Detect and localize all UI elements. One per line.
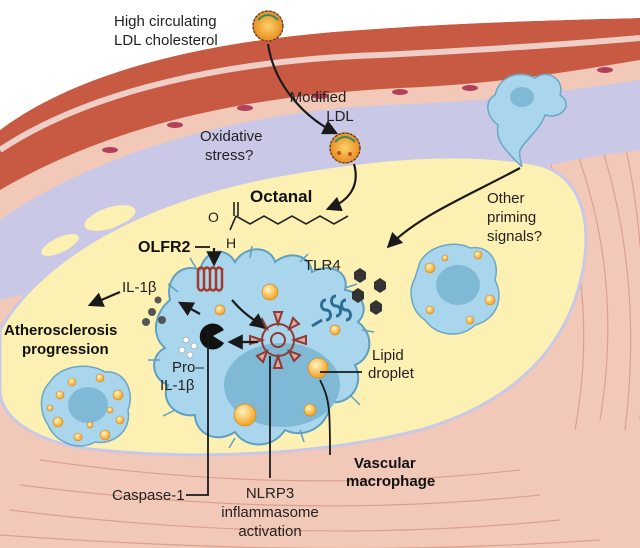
lipid-droplets	[214, 283, 341, 427]
tlr4-ligands	[352, 268, 386, 315]
tlr4-receptor-icon	[311, 294, 352, 328]
label-athero-line2: progression	[22, 341, 109, 358]
label-oxidative-line1: Oxidative	[200, 128, 263, 145]
label-pro-line1: Pro–	[172, 359, 204, 376]
label-pro-line2: IL-1β	[160, 377, 195, 394]
caspase-pacman-icon	[199, 323, 224, 350]
il1b-particles	[142, 296, 166, 326]
label-ldl-line1: High circulating	[114, 13, 217, 30]
label-lipid-line2: droplet	[368, 365, 415, 382]
label-il1b: IL-1β	[122, 279, 157, 296]
label-athero-line1: Atherosclerosis	[4, 322, 117, 339]
label-modified-line1: Modified	[290, 89, 347, 106]
label-nlrp3-line2: inflammasome	[221, 504, 319, 521]
labels: High circulating LDL cholesterol Modifie…	[4, 13, 542, 540]
label-modified-line2: LDL	[326, 108, 354, 125]
label-vascular-line2: macrophage	[346, 473, 435, 490]
foam-cell-icon	[410, 243, 500, 335]
label-caspase: Caspase-1	[112, 487, 185, 504]
foam-cell-icon	[40, 365, 131, 447]
label-ldl-line2: LDL cholesterol	[114, 32, 218, 49]
label-aldehyde-h: H	[226, 235, 236, 251]
label-nlrp3-line1: NLRP3	[246, 485, 294, 502]
label-aldehyde-o: O	[208, 209, 219, 225]
label-nlrp3-line3: activation	[238, 523, 301, 540]
label-other-line3: signals?	[487, 228, 542, 245]
label-octanal: Octanal	[250, 187, 312, 206]
label-tlr4: TLR4	[304, 257, 341, 274]
label-oxidative-line2: stress?	[205, 147, 253, 164]
label-lipid-line1: Lipid	[372, 347, 404, 364]
ldl-particle-icon	[252, 10, 284, 42]
ldl-particle-icon	[329, 132, 361, 164]
label-olfr2: OLFR2	[138, 239, 191, 256]
label-other-line1: Other	[487, 190, 525, 207]
octanal-molecule-icon	[229, 202, 349, 231]
pathway-arrows	[87, 43, 521, 350]
pro-il1b-particles	[178, 336, 198, 359]
olfr2-receptor-icon	[196, 266, 224, 292]
label-other-line2: priming	[487, 209, 536, 226]
monocyte-icon	[487, 73, 567, 167]
callout-lines	[186, 246, 362, 496]
label-vascular-line1: Vascular	[354, 455, 416, 472]
